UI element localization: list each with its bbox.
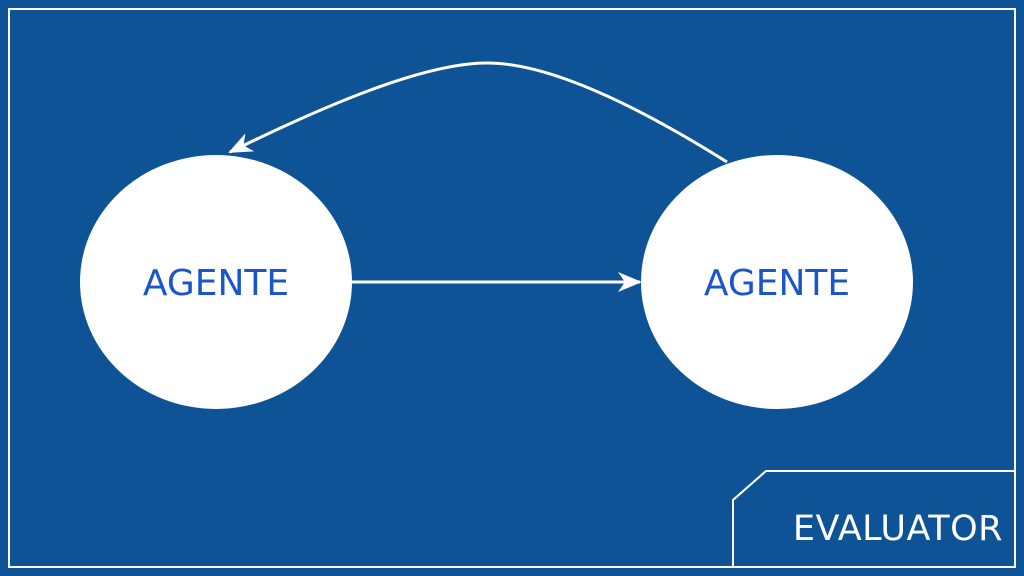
node-circle (80, 155, 352, 409)
evaluator-tag: EVALUATOR (732, 470, 1015, 566)
node-label: AGENTE (704, 263, 850, 304)
outer-frame (8, 8, 1016, 568)
edge-right-to-left (228, 61, 728, 164)
node-agent-right: AGENTE (641, 155, 913, 409)
evaluator-label: EVALUATOR (793, 509, 1003, 549)
node-circle (641, 155, 913, 409)
evaluator-tag-frame (732, 470, 1015, 566)
node-agent-left: AGENTE (80, 155, 352, 409)
node-label: AGENTE (143, 263, 289, 304)
